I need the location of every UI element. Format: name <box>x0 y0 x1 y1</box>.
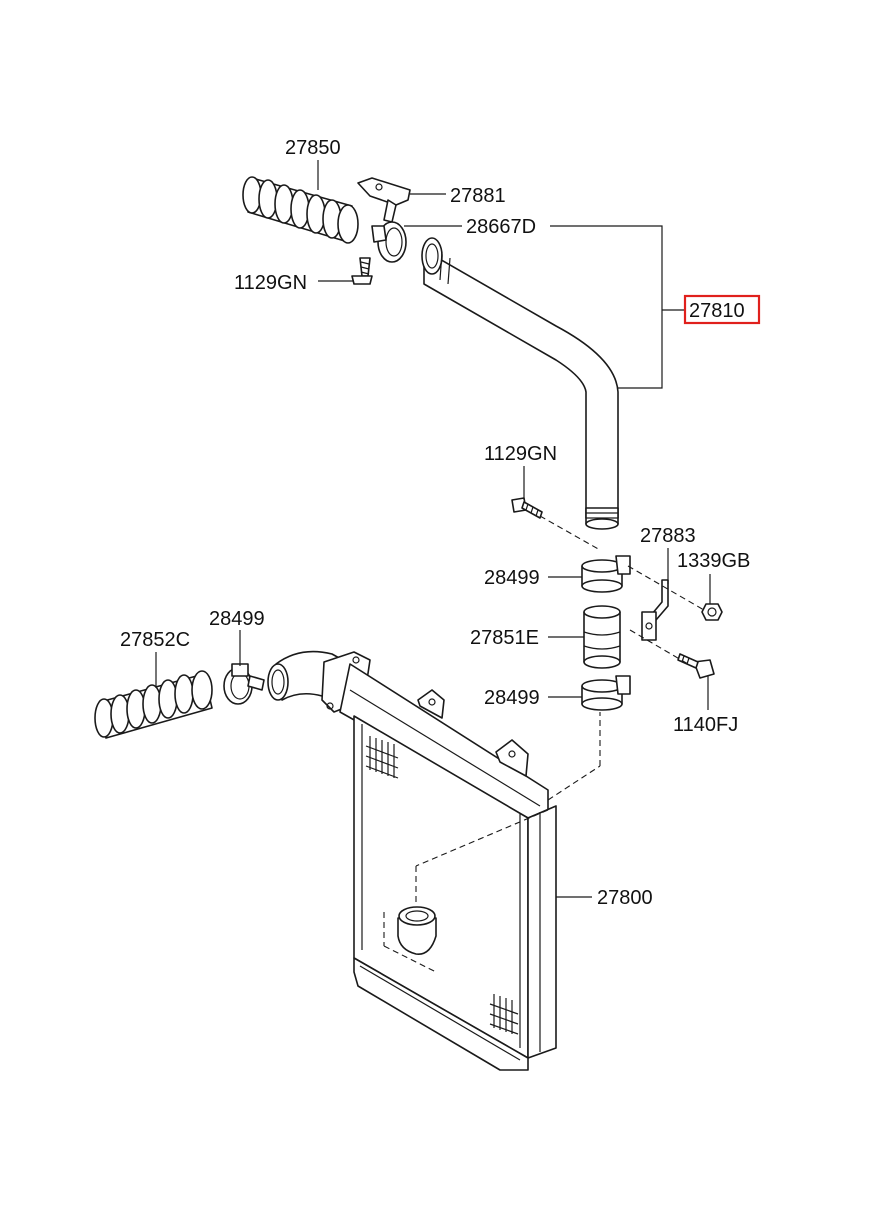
label-27852C[interactable]: 27852C <box>120 629 190 651</box>
label-27883[interactable]: 27883 <box>640 525 696 547</box>
bolt-1140FJ <box>677 653 715 679</box>
bolt-1129GN-mid <box>511 497 543 519</box>
clamp-28667D <box>371 221 407 263</box>
fin-pattern-bottom <box>489 994 519 1035</box>
label-1339GB[interactable]: 1339GB <box>677 550 750 572</box>
leader-lines <box>155 160 711 898</box>
label-27850[interactable]: 27850 <box>285 137 341 159</box>
label-27810[interactable]: 27810 <box>689 300 745 322</box>
label-28499-upper[interactable]: 28499 <box>484 567 540 589</box>
label-28499-lower[interactable]: 28499 <box>484 687 540 709</box>
clamp-28499-upper <box>581 555 631 593</box>
hose-27852C <box>94 670 213 739</box>
label-1129GN-mid[interactable]: 1129GN <box>484 443 557 465</box>
label-27800[interactable]: 27800 <box>597 887 653 909</box>
label-28667D[interactable]: 28667D <box>466 216 536 238</box>
connector-27851E <box>583 605 621 669</box>
nut-1339GB <box>701 603 723 621</box>
intercooler-27800 <box>267 650 557 1071</box>
label-28499-left[interactable]: 28499 <box>209 608 265 630</box>
label-1129GN-top[interactable]: 1129GN <box>234 272 307 294</box>
label-1140FJ[interactable]: 1140FJ <box>673 714 738 736</box>
clamp-28499-lower <box>581 675 631 711</box>
clamp-28499-left <box>223 663 265 705</box>
fin-pattern-top <box>365 736 399 779</box>
hose-27850 <box>242 176 359 244</box>
bolt-1129GN-top <box>351 257 373 285</box>
bracket-27883 <box>641 579 669 641</box>
assembly-lines <box>383 515 705 973</box>
highlight-box-27810 <box>683 294 761 325</box>
bracket-27881 <box>357 177 411 223</box>
pipe-27810 <box>421 237 619 530</box>
label-27851E[interactable]: 27851E <box>470 627 539 649</box>
label-27881[interactable]: 27881 <box>450 185 506 207</box>
